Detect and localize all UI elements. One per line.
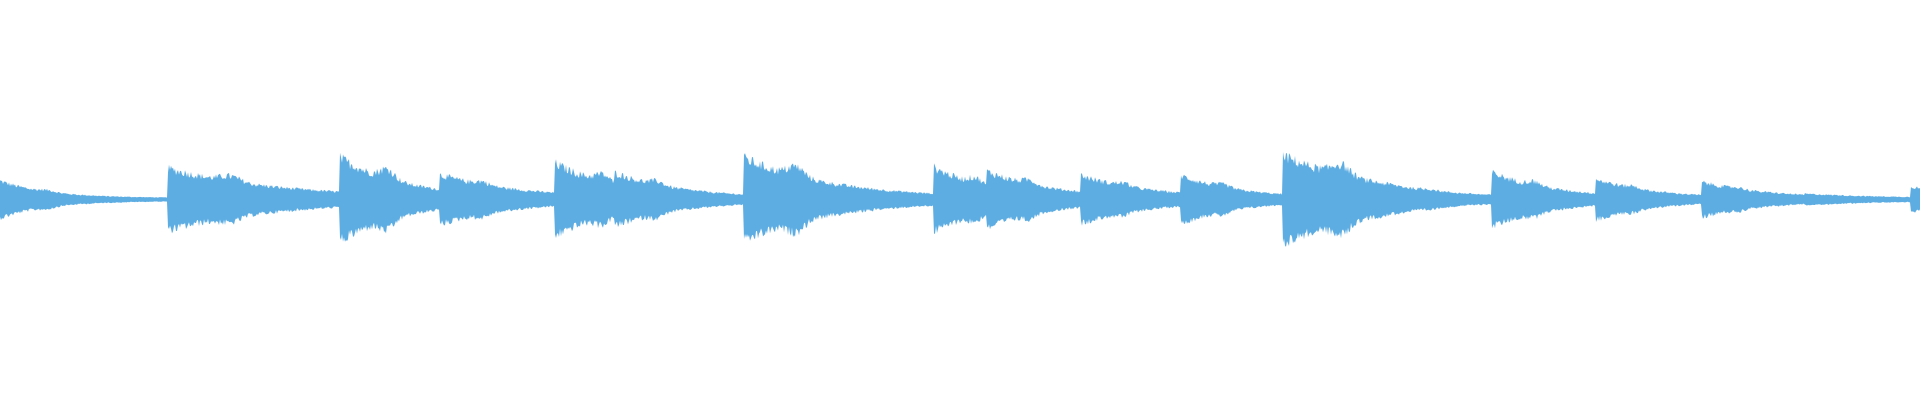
waveform-bottom-envelope: [0, 199, 1920, 247]
waveform-top-envelope: [0, 152, 1920, 200]
